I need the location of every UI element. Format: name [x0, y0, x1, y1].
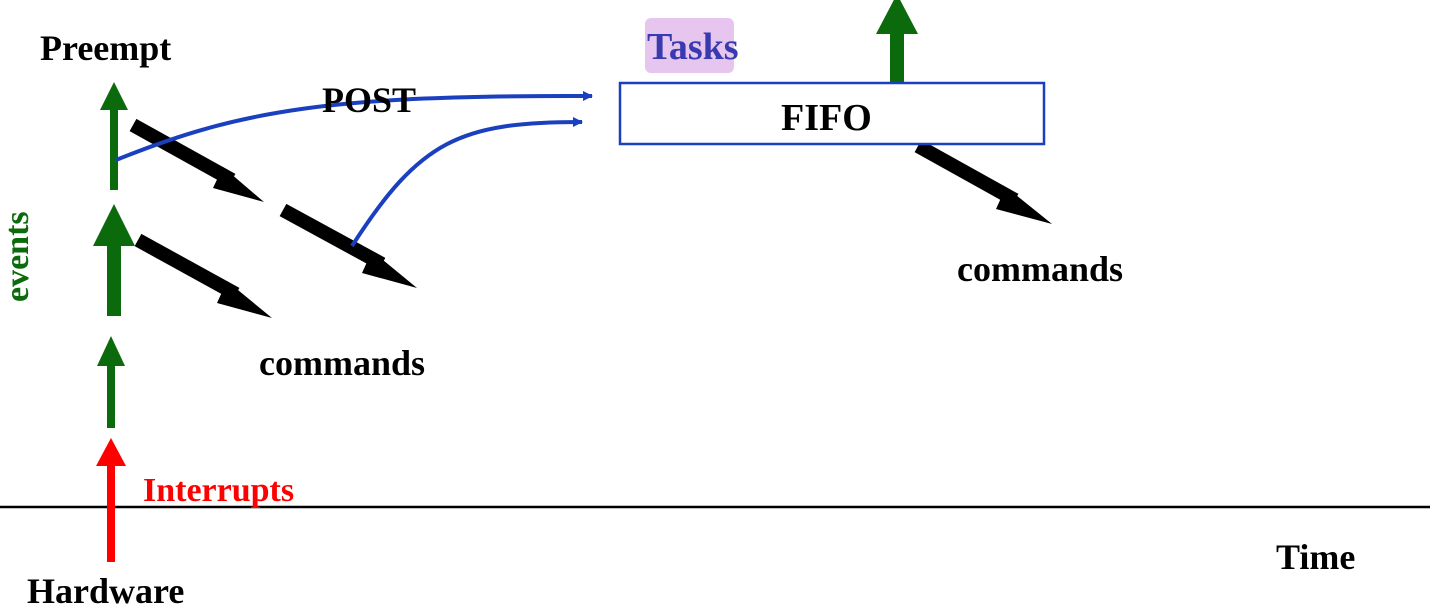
event-arrow-2 — [93, 204, 135, 316]
interrupts-label: Interrupts — [143, 472, 294, 509]
post-label: POST — [322, 80, 416, 120]
tasks-highlight — [645, 18, 734, 73]
preempt-label: Preempt — [40, 28, 171, 68]
commands-left-label: commands — [259, 343, 425, 383]
events-label: events — [0, 211, 36, 302]
command-arrow-1 — [129, 118, 264, 202]
event-arrow-3 — [100, 82, 128, 190]
event-arrow-1 — [97, 336, 125, 428]
tasks-label: Tasks — [647, 26, 739, 68]
post-curve-2 — [350, 117, 583, 248]
fifo-label: FIFO — [781, 97, 872, 139]
command-arrow-2 — [134, 233, 272, 318]
command-arrow-3 — [279, 203, 417, 288]
commands-right-label: commands — [957, 249, 1123, 289]
fifo-box — [618, 81, 1046, 146]
hardware-label: Hardware — [27, 571, 184, 610]
interrupt-arrow — [96, 438, 126, 562]
command-arrow-4 — [914, 139, 1052, 224]
post-curve-1 — [115, 90, 593, 162]
time-label: Time — [1276, 537, 1355, 577]
